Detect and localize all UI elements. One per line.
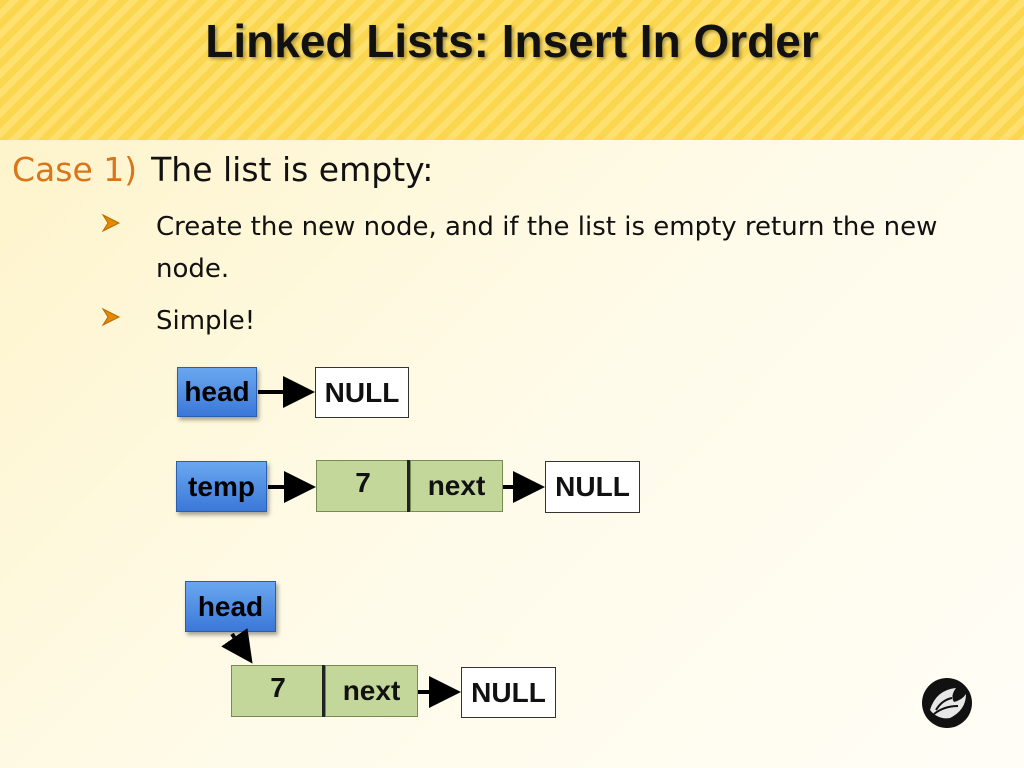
null-box: NULL <box>315 367 409 418</box>
list-item: Create the new node, and if the list is … <box>100 206 1000 290</box>
node-divider <box>322 665 325 717</box>
case-label: Case 1) <box>12 150 138 189</box>
node-divider <box>407 460 410 512</box>
case-text: The list is empty: <box>151 150 434 189</box>
temp-pointer-box: temp <box>176 461 267 512</box>
null-box: NULL <box>461 667 556 718</box>
null-box: NULL <box>545 461 640 513</box>
arrow-head-to-node <box>221 628 253 664</box>
list-item: Simple! <box>100 300 1000 342</box>
arrowhead-bullet-icon <box>100 212 122 234</box>
node-data-cell: 7 <box>231 665 325 717</box>
bullet-list: Create the new node, and if the list is … <box>100 206 1000 352</box>
slide-title: Linked Lists: Insert In Order <box>205 15 819 67</box>
arrowhead-bullet-icon <box>100 306 122 328</box>
case-heading: Case 1) The list is empty: <box>12 150 433 189</box>
node-next-cell: next <box>325 665 418 717</box>
head-pointer-box: head <box>185 581 276 632</box>
node-data-cell: 7 <box>316 460 410 512</box>
title-band <box>0 0 1024 140</box>
node-next-cell: next <box>410 460 503 512</box>
pegasus-logo-icon <box>920 676 974 730</box>
bullet-text: Create the new node, and if the list is … <box>156 212 938 284</box>
head-pointer-box: head <box>177 367 257 417</box>
bullet-text: Simple! <box>156 306 256 336</box>
